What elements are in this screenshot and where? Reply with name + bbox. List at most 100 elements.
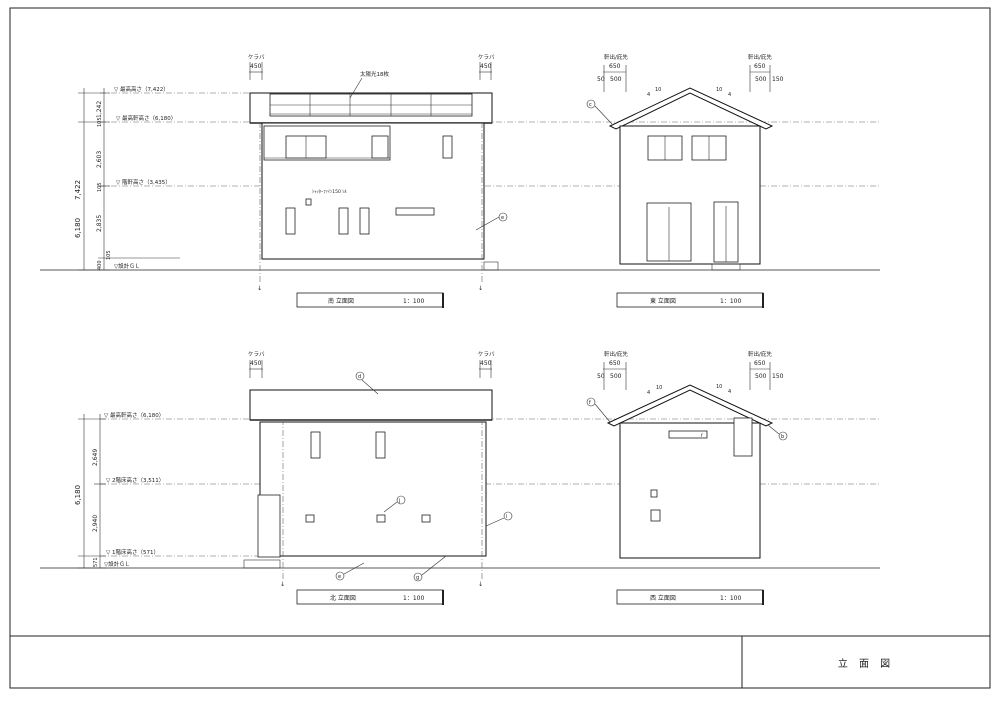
- west-eave-right-value: 650: [754, 360, 766, 367]
- dim-e: 2,835: [96, 215, 103, 232]
- sheet-border: [9, 7, 991, 689]
- north-dim-b: 2,940: [92, 515, 99, 532]
- east-pitch-r-4: 4: [728, 92, 731, 98]
- north-level-gl-label: ▽設計ＧＬ: [104, 560, 130, 568]
- west-vent: [650, 489, 658, 498]
- east-pitch-l-10: 10: [655, 87, 661, 93]
- west-window-high: [668, 430, 708, 439]
- north-window-2: [375, 431, 386, 459]
- north-callout-3: i: [506, 514, 507, 520]
- north-roof: [249, 389, 493, 421]
- keraba-left-label: ケラバ: [248, 54, 265, 61]
- keraba-right-label: ケラバ: [478, 54, 495, 61]
- west-pitch-l-4: 4: [647, 390, 650, 396]
- west-dormer: [733, 417, 753, 457]
- keraba-right-value: 450: [480, 63, 492, 70]
- north-grid-arrow-right: ↓: [478, 581, 483, 588]
- dim-b: 105: [97, 117, 103, 127]
- east-eave-right-value: 650: [754, 63, 766, 70]
- dim-f: 105: [106, 250, 112, 260]
- north-callout-4: e: [338, 574, 341, 580]
- west-eave-right-sub2: 150: [772, 373, 784, 380]
- south-grid-arrow-left: ↓: [257, 285, 262, 292]
- north-keraba-left-value: 450: [250, 360, 262, 367]
- north-window-5: [421, 514, 431, 523]
- north-callout-5: g: [416, 575, 419, 581]
- north-keraba-right-value: 450: [480, 360, 492, 367]
- north-grid-arrow-left: ↓: [280, 581, 285, 588]
- level-label-top: ▽ 最高高さ（7,422）: [114, 85, 169, 93]
- north-elevation: 6,180 2,649 2,940 571 ▽ 最高軒高さ（6,180） ▽ 2…: [40, 351, 880, 605]
- south-grid-arrow-right: ↓: [478, 285, 483, 292]
- north-window-3: [305, 514, 315, 523]
- solar-label: 太陽光18枚: [360, 70, 389, 78]
- north-scale: 1：100: [403, 595, 424, 602]
- east-eave-left-label: 軒出/庇先: [604, 53, 628, 61]
- west-callout-2: b: [781, 434, 784, 440]
- dim-sub: 6,180: [74, 218, 82, 238]
- south-title: 南 立面図: [328, 297, 354, 305]
- north-window-1: [310, 431, 321, 459]
- sheet-title: 立 面 図: [838, 657, 894, 670]
- west-pitch-r-4: 4: [728, 389, 731, 395]
- west-title: 西 立面図: [650, 594, 676, 602]
- north-side-door: [257, 494, 281, 558]
- east-eave-right-label: 軒出/庇先: [748, 53, 772, 61]
- east-eave-left-sub1: 50: [597, 76, 605, 83]
- west-scale: 1：100: [720, 595, 741, 602]
- west-window-tag: f: [701, 433, 703, 439]
- north-dim-c: 571: [93, 557, 99, 567]
- level-label-floor: ▽ 階軒高さ（3,435）: [116, 178, 171, 186]
- window-2f-3: [442, 135, 453, 159]
- north-dim-total: 6,180: [74, 485, 82, 505]
- west-pitch-l-10: 10: [656, 385, 662, 391]
- south-note: ｼｬｯﾀｰﾌｧｲﾝ150 ｼﾙ: [312, 189, 348, 195]
- dim-d: 105: [97, 182, 103, 192]
- east-pitch-r-10: 10: [716, 87, 722, 93]
- west-roof: [606, 384, 774, 427]
- east-roof: [608, 87, 774, 130]
- west-eave-right-sub1: 500: [755, 373, 767, 380]
- east-eave-right-sub1: 500: [755, 76, 767, 83]
- window-1f-1: [285, 207, 296, 235]
- dim-g: 400: [97, 260, 103, 270]
- west-elevation: 軒出/庇先 650 50 500 軒出/庇先 650 500 150 4 10 …: [586, 350, 788, 605]
- west-pitch-r-10: 10: [716, 384, 722, 390]
- north-title: 北 立面図: [330, 594, 356, 602]
- west-eave-left-sub2: 500: [610, 373, 622, 380]
- south-scale: 1：100: [403, 298, 424, 305]
- west-eave-left-value: 650: [609, 360, 621, 367]
- level-label-gl: ▽設計ＧＬ: [114, 262, 140, 270]
- north-level-2f-label: ▽ 2階床高さ（3,511）: [106, 476, 164, 484]
- dim-total: 7,422: [74, 180, 82, 200]
- west-eave-left-sub1: 50: [597, 373, 605, 380]
- east-pitch-l-4: 4: [647, 92, 650, 98]
- west-window-low: [650, 509, 661, 522]
- callout-east-text: c: [589, 102, 592, 108]
- north-keraba-right-label: ケラバ: [478, 351, 495, 358]
- level-label-eave: ▽ 最高軒高さ（6,180）: [116, 114, 176, 122]
- north-wall: [259, 421, 487, 557]
- east-eave-left-value: 650: [609, 63, 621, 70]
- callout-south-text: e: [501, 215, 504, 221]
- window-2f-2: [371, 135, 389, 159]
- west-eave-right-label: 軒出/庇先: [748, 350, 772, 358]
- east-title: 東 立面図: [650, 297, 676, 305]
- balcony: [263, 125, 391, 161]
- north-callout-1: d: [358, 374, 361, 380]
- window-1f-2: [338, 207, 349, 235]
- window-1f-4: [395, 207, 435, 216]
- east-eave-left-sub2: 500: [610, 76, 622, 83]
- vent-south: [305, 198, 312, 206]
- north-window-4: [376, 514, 386, 523]
- north-level-eave-label: ▽ 最高軒高さ（6,180）: [104, 411, 164, 419]
- east-scale: 1：100: [720, 298, 741, 305]
- window-1f-3: [359, 207, 370, 235]
- east-elevation: 軒出/庇先 650 50 500 軒出/庇先 650 500 150 4 10 …: [586, 53, 784, 308]
- west-eave-left-label: 軒出/庇先: [604, 350, 628, 358]
- west-callout-1: f: [589, 400, 591, 406]
- south-elevation: 7,422 6,180 1,242 105 2,603 105 2,835 10…: [40, 54, 880, 308]
- dim-a: 1,242: [96, 101, 103, 118]
